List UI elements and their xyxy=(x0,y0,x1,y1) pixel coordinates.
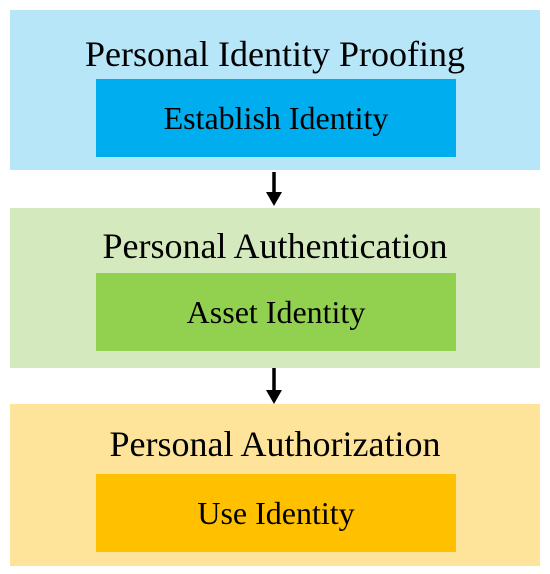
stage-identity-proofing: Personal Identity Proofing Establish Ide… xyxy=(10,10,540,170)
down-arrow-icon xyxy=(266,172,282,206)
stage-authorization: Personal Authorization Use Identity xyxy=(10,404,540,566)
step-box-asset-identity: Asset Identity xyxy=(96,273,456,351)
stage-title: Personal Identity Proofing xyxy=(85,34,465,74)
stage-title: Personal Authorization xyxy=(109,424,441,464)
stage-title: Personal Authentication xyxy=(102,226,448,266)
step-box-establish-identity: Establish Identity xyxy=(96,79,456,157)
step-box-use-identity: Use Identity xyxy=(96,474,456,552)
stage-authentication: Personal Authentication Asset Identity xyxy=(10,208,540,368)
down-arrow-icon xyxy=(266,368,282,404)
